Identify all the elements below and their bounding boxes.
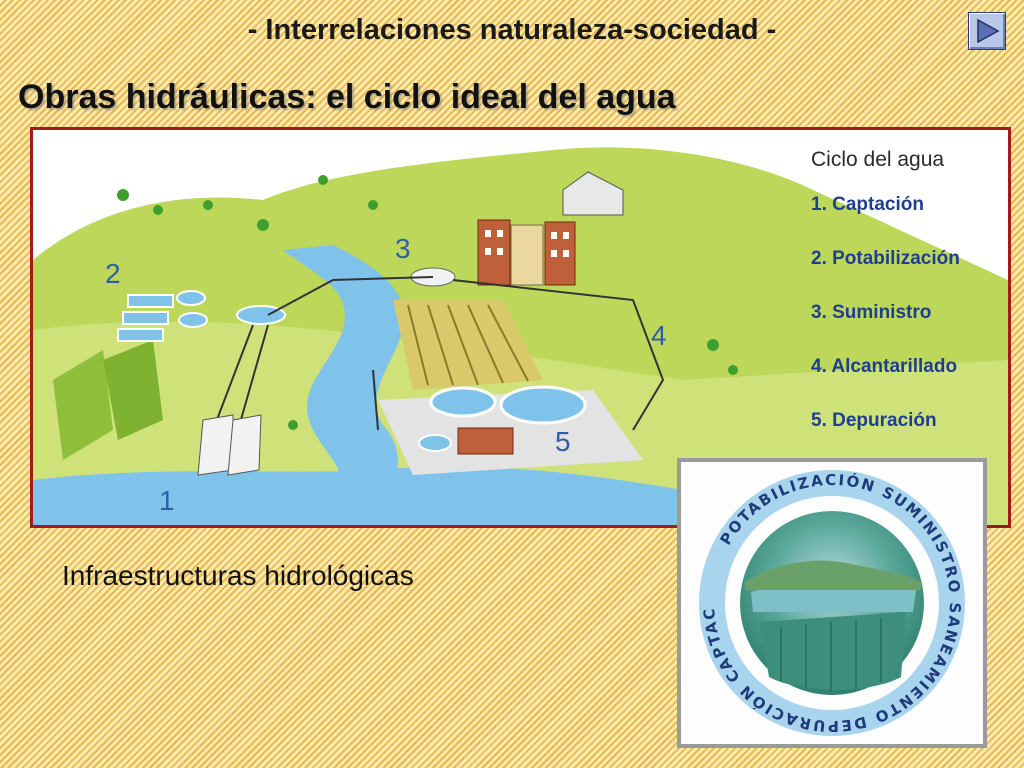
legend-item-depuracion: 5. Depuración [811, 410, 937, 431]
legend-item-captacion: 1. Captación [811, 194, 924, 215]
water-cycle-legend: Ciclo del agua 1. Captación 2. Potabiliz… [811, 148, 1001, 464]
diagram-number-4: 4 [651, 320, 667, 351]
next-slide-button[interactable] [968, 12, 1006, 50]
diagram-number-3: 3 [395, 233, 411, 264]
diagram-number-2: 2 [105, 258, 121, 289]
legend-item-potabilizacion: 2. Potabilización [811, 248, 960, 269]
legend-title: Ciclo del agua [811, 148, 945, 171]
water-cycle-seal: POTABILIZACIÓN SUMINISTRO SANEAMIENTO DE… [677, 458, 987, 748]
legend-item-suministro: 3. Suministro [811, 302, 932, 323]
legend-item-alcantarillado: 4. Alcantarillado [811, 356, 958, 377]
water-cycle-diagram: 2 3 4 5 1 Ciclo del agua 1. Captación 2.… [30, 127, 1011, 528]
diagram-number-5: 5 [555, 426, 571, 457]
slide-subtitle: - Interrelaciones naturaleza-sociedad - [247, 14, 777, 46]
play-arrow-icon [977, 18, 1000, 44]
water-cycle-illustration [33, 147, 1008, 525]
slide-title: Obras hidráulicas: el ciclo ideal del ag… [18, 78, 676, 116]
water-cycle-seal-graphic: POTABILIZACIÓN SUMINISTRO SANEAMIENTO DE… [681, 462, 965, 736]
diagram-number-1: 1 [159, 485, 175, 516]
slide-caption: Infraestructuras hidrológicas [62, 560, 414, 591]
